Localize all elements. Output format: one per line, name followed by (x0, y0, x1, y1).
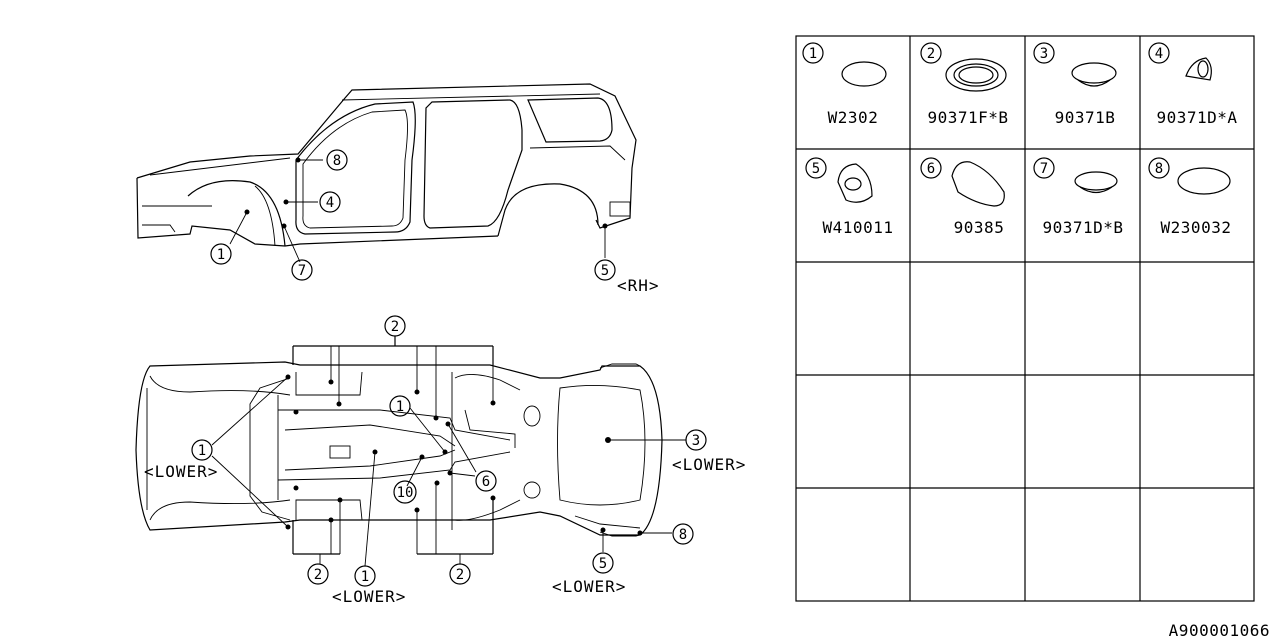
svg-text:8: 8 (333, 153, 341, 169)
svg-text:3: 3 (692, 433, 700, 449)
part-cell-2: 2 90371F*B (920, 42, 1008, 127)
part-cell-5: 5 W410011 (805, 157, 894, 237)
callout-1-front-lower: 1 (191, 439, 213, 461)
callout-1-bottom: 1 (354, 565, 376, 587)
svg-text:1: 1 (809, 46, 817, 62)
svg-text:6: 6 (482, 474, 490, 490)
svg-text:2: 2 (314, 567, 322, 583)
side-view-leaders (229, 157, 608, 263)
svg-text:5: 5 (601, 263, 609, 279)
callout-6: 6 (475, 470, 497, 492)
callout-8-under: 8 (672, 523, 694, 545)
svg-text:7: 7 (1040, 161, 1048, 177)
callout-2-top: 2 (384, 315, 406, 337)
plug-2-icon (945, 58, 1007, 92)
svg-text:2: 2 (391, 319, 399, 335)
parts-table (795, 35, 1255, 602)
svg-text:4: 4 (1155, 46, 1163, 62)
svg-text:W230032: W230032 (1161, 218, 1232, 237)
underbody-leaders (211, 376, 686, 567)
svg-text:2: 2 (927, 46, 935, 62)
callout-7-side: 7 (291, 259, 313, 281)
part-cell-1: 1 W2302 (802, 42, 887, 127)
callout-4-side: 4 (319, 191, 341, 213)
vehicle-underbody-view (135, 361, 663, 537)
callout-2-bottom-right: 2 (449, 563, 471, 585)
rh-label: <RH> (617, 276, 660, 295)
svg-text:90371F*B: 90371F*B (927, 108, 1008, 127)
vehicle-side-view (136, 83, 637, 247)
callout-3: 3 (685, 429, 707, 451)
svg-text:7: 7 (298, 263, 306, 279)
svg-text:W2302: W2302 (828, 108, 879, 127)
part-cell-4: 4 90371D*A (1148, 42, 1237, 127)
callout-5-under: 5 (592, 552, 614, 574)
svg-text:1: 1 (396, 399, 404, 415)
svg-text:90371D*B: 90371D*B (1042, 218, 1123, 237)
lower-label-under: <LOWER> (552, 577, 626, 596)
part-cell-3: 3 90371B (1033, 42, 1117, 127)
callout-1-center: 1 (389, 395, 411, 417)
svg-text:8: 8 (679, 527, 687, 543)
callout-5-side: 5 (594, 259, 616, 281)
plug-7-icon (1074, 171, 1118, 194)
plug-4-icon (1185, 57, 1212, 81)
svg-text:8: 8 (1155, 161, 1163, 177)
underbody-brackets (292, 336, 494, 564)
plug-1-icon (841, 61, 887, 87)
lower-label-front: <LOWER> (144, 462, 218, 481)
lower-label-rear: <LOWER> (672, 455, 746, 474)
svg-text:5: 5 (812, 161, 820, 177)
part-cell-6: 6 90385 (920, 157, 1005, 237)
plug-8-icon (1177, 167, 1231, 195)
pad-6-icon (951, 161, 1005, 207)
lower-label-bottom: <LOWER> (332, 587, 406, 606)
svg-text:10: 10 (397, 485, 414, 501)
svg-text:4: 4 (326, 195, 334, 211)
svg-text:90385: 90385 (954, 218, 1005, 237)
svg-text:6: 6 (927, 161, 935, 177)
part-cell-8: 8 W230032 (1148, 157, 1232, 237)
plug-5-icon (837, 163, 873, 203)
svg-text:90371D*A: 90371D*A (1156, 108, 1237, 127)
diagram-id: A900001066 (1169, 621, 1270, 640)
plug-3-icon (1071, 62, 1117, 87)
svg-text:1: 1 (361, 569, 369, 585)
svg-text:1: 1 (198, 443, 206, 459)
svg-text:2: 2 (456, 567, 464, 583)
svg-text:W410011: W410011 (823, 218, 894, 237)
callout-2-bottom-left: 2 (307, 563, 329, 585)
svg-text:5: 5 (599, 556, 607, 572)
svg-text:3: 3 (1040, 46, 1048, 62)
callout-10: 10 (393, 480, 417, 504)
callout-1-side: 1 (210, 243, 232, 265)
svg-text:90371B: 90371B (1055, 108, 1116, 127)
part-cell-7: 7 90371D*B (1033, 157, 1123, 237)
svg-text:1: 1 (217, 247, 225, 263)
callout-8-side: 8 (326, 149, 348, 171)
